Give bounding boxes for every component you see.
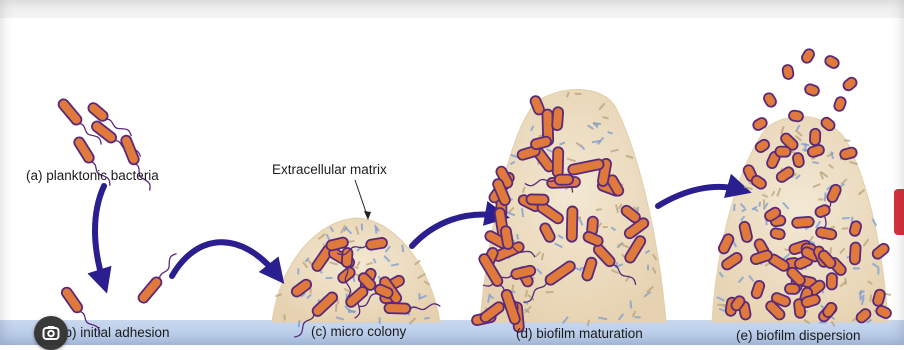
lens-icon (41, 323, 61, 343)
matrix-fleck (297, 268, 299, 274)
mature-bacterium (553, 147, 564, 177)
matrix-fleck (602, 226, 607, 228)
label-planktonic-bacteria: (a) planktonic bacteria (26, 168, 159, 184)
dispersing-bacterium (775, 147, 790, 157)
mature-bacterium (567, 206, 578, 242)
matrix-fleck (818, 198, 823, 200)
matrix-fleck (326, 277, 333, 279)
arrow-c-to-d (412, 214, 500, 246)
released-bacterium (800, 47, 816, 64)
side-tab-marker[interactable] (894, 189, 904, 235)
matrix-fleck (379, 317, 381, 323)
released-bacterium (804, 83, 821, 97)
arrow-a-to-b (95, 186, 104, 284)
planktonic-bacterium (120, 134, 152, 194)
released-bacterium (782, 64, 794, 80)
matrix-fleck (763, 199, 765, 207)
matrix-fleck (361, 223, 363, 230)
dispersing-bacterium (850, 242, 861, 264)
matrix-fleck (635, 316, 641, 318)
arrow-d-to-e (658, 187, 742, 206)
mature-bacterium (552, 107, 564, 131)
released-bacterium (762, 91, 778, 108)
dispersing-bacterium (827, 273, 837, 290)
released-bacterium (788, 110, 804, 122)
dispersing-bacterium (810, 129, 821, 146)
label-biofilm-dispersion: (e) biofilm dispersion (736, 328, 861, 344)
label-micro-colony: (c) micro colony (311, 324, 406, 340)
matrix-fleck (647, 265, 649, 271)
released-bacterium (833, 96, 847, 113)
matrix-fleck (877, 268, 879, 274)
label-extracellular-matrix: Extracellular matrix (272, 162, 387, 178)
released-bacterium (841, 76, 858, 93)
dispersing-bacterium (785, 284, 800, 294)
mature-bacterium (526, 194, 548, 205)
dispersing-bacterium (792, 216, 814, 228)
released-bacterium (823, 54, 840, 70)
adhering-bacterium (136, 252, 183, 305)
arrow-b-to-c (172, 242, 278, 276)
label-initial-adhesion: (b) initial adhesion (60, 325, 170, 341)
label-biofilm-maturation: (d) biofilm maturation (516, 326, 643, 342)
matrix-fleck (853, 267, 860, 269)
matrix-fleck (575, 93, 581, 95)
